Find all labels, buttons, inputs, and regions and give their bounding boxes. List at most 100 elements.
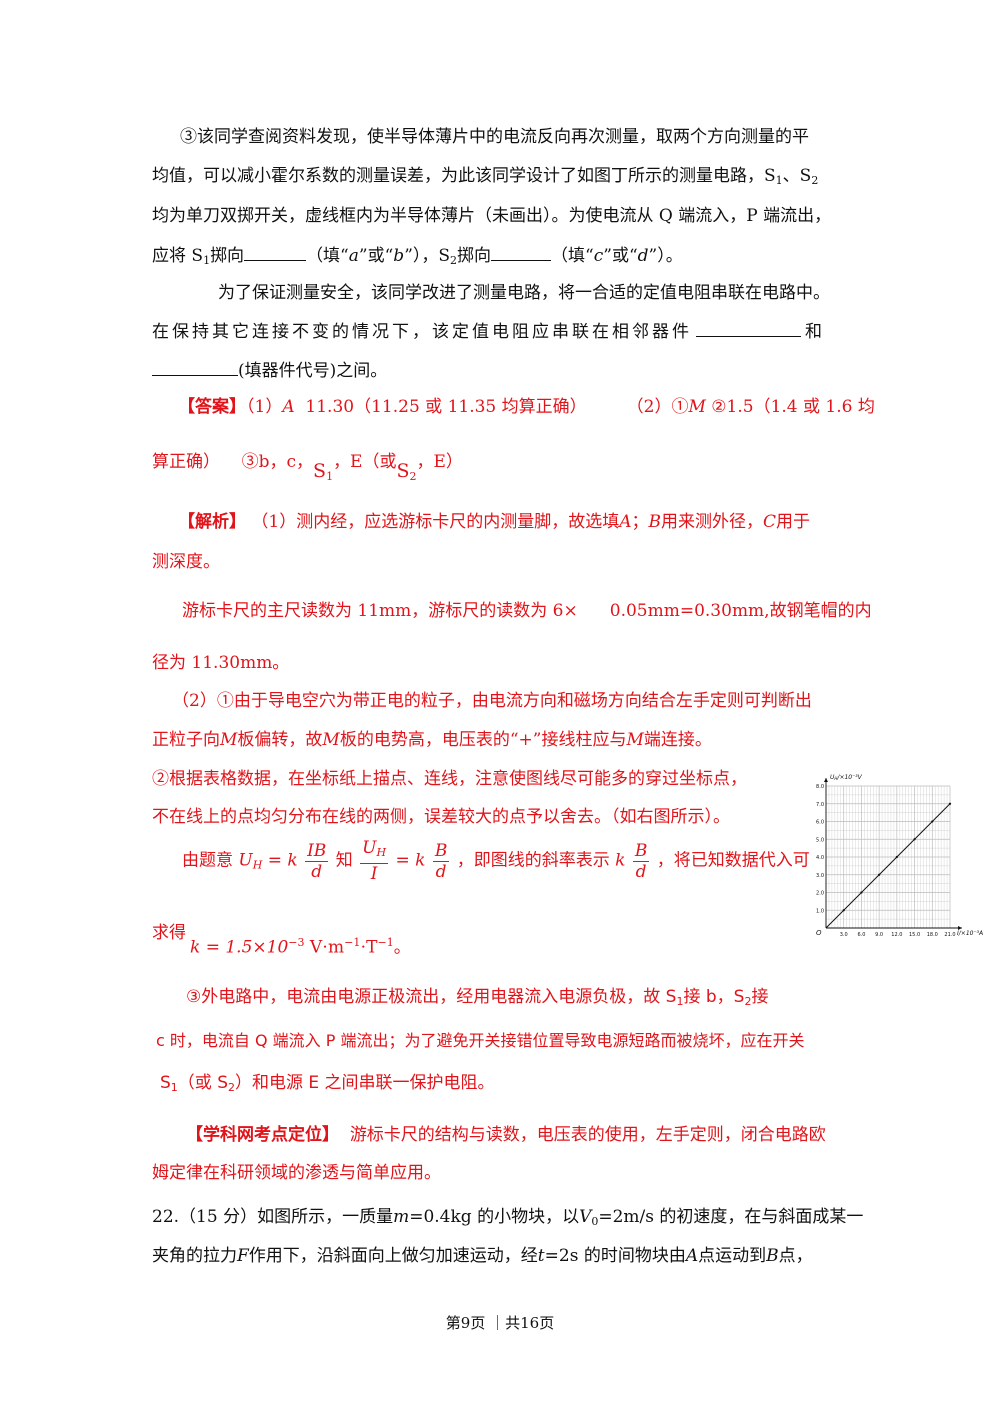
text: V⋅m (304, 937, 345, 958)
kaodian-label: 【学科网考点定位】 (186, 1125, 339, 1145)
text: 游标卡尺的结构与读数，电压表的使用，左手定则，闭合电路欧 (349, 1125, 826, 1145)
text: U (362, 838, 377, 858)
text: 0.05mm=0.30mm,故钢笔帽的内 (609, 601, 872, 621)
sup: −3 (288, 936, 305, 949)
text: M (626, 730, 644, 750)
text: 夹角的拉力 (152, 1246, 237, 1266)
text: 均值，可以减小霍尔系数的测量误差，为此该同学设计了如图丁所示的测量电路，S (152, 166, 776, 186)
text: 点运动到 (698, 1246, 767, 1266)
sub: H (252, 858, 263, 872)
text: a (348, 246, 359, 266)
text: （或 S (177, 1073, 228, 1093)
text: ⋅T (360, 937, 378, 958)
y-tick-label: 6.0 (816, 820, 824, 826)
text: ”或“ (603, 246, 638, 266)
text: ）和电源 E 之间串联一保护电阻。 (235, 1073, 495, 1093)
text: S (396, 460, 410, 482)
text: t (537, 1246, 545, 1266)
text: 由题意 (182, 850, 233, 871)
sub: 1 (203, 254, 211, 267)
y-tick-label: 2.0 (816, 891, 824, 897)
text: ，E（或 (333, 452, 397, 472)
sub: H (834, 776, 837, 781)
text: UH (360, 838, 389, 864)
sub: 2 (744, 995, 752, 1008)
para2-line3: (填器件代号)之间。 (152, 359, 387, 382)
text: （填“ (306, 246, 349, 266)
text: =2m/s 的初速度，在与斜面成某一 (598, 1207, 864, 1227)
text: 用于 (776, 512, 811, 532)
graph-origin: O (816, 929, 822, 937)
text: ③b，c， (241, 452, 314, 472)
text: S (160, 1073, 171, 1093)
para1-line4: 应将 S1掷向（填“a”或“b”），S2掷向（填“c”或“d”）。 (152, 244, 683, 272)
text: S2 (396, 460, 416, 483)
text: U (830, 774, 835, 781)
data-point (931, 820, 934, 823)
text: (填器件代号)之间。 (238, 361, 388, 381)
text: 掷向 (210, 246, 245, 266)
analysis-line13: S1（或 S2）和电源 E 之间串联一保护电阻。 (160, 1072, 495, 1099)
sub: 1 (326, 470, 334, 483)
fit-line (825, 803, 951, 929)
q22-line1: 22.（15 分）如图所示，一质量m=0.4kg 的小物块，以V0=2m/s 的… (152, 1206, 863, 1233)
y-tick-label: 1.0 (816, 908, 824, 914)
graph-axes (824, 778, 962, 930)
text: 端连接。 (643, 730, 712, 750)
fill-blank (244, 244, 307, 261)
analysis-line11: ③外电路中，电流由电源正极流出，经用电器流入电源负极，故 S1接 b，S2接 (186, 986, 768, 1013)
text: A (619, 512, 632, 532)
text: /×10⁻³V (836, 774, 862, 781)
y-tick-label: 7.0 (816, 802, 824, 808)
text: m (393, 1207, 410, 1227)
text: ，即图线的斜率表示 (456, 850, 610, 871)
y-tick-label: 8.0 (816, 784, 824, 790)
x-tick-label: 18.0 (927, 932, 938, 938)
text: B (648, 512, 662, 532)
para1-line2: 均值，可以减小霍尔系数的测量误差，为此该同学设计了如图丁所示的测量电路，S1、S… (152, 165, 818, 192)
text: 。 (393, 937, 411, 958)
answer-line2: 算正确） ③b，c，S1，E（或S2，E） (152, 450, 463, 483)
text: d (635, 861, 647, 882)
text: IB (305, 840, 329, 862)
analysis-line1: 【解析】 （1）测内经，应选游标卡尺的内测量脚，故选填A；B用来测外径，C用于 (178, 511, 810, 533)
analysis-line3: 游标卡尺的主尺读数为 11mm，游标尺的读数为 6× 0.05mm=0.30mm,… (182, 600, 872, 622)
graph-ylabel: UH/×10⁻³V (830, 774, 863, 781)
kaodian-line1: 【学科网考点定位】 游标卡尺的结构与读数，电压表的使用，左手定则，闭合电路欧 (186, 1124, 826, 1146)
x-tick-label: 15.0 (909, 932, 920, 938)
text: =0.4kg 的小物块，以 (409, 1207, 580, 1227)
sub: 2 (228, 1081, 235, 1094)
analysis-line2: 测深度。 (152, 552, 220, 572)
text: ； (631, 512, 649, 532)
analysis-line12: c 时，电流自 Q 端流入 P 端流出；为了避免开关接错位置导致电源短路而被烧坏… (156, 1031, 805, 1050)
sup: −1 (377, 936, 394, 949)
text: ③外电路中，电流由电源正极流出，经用电器流入电源负极，故 S (186, 987, 677, 1007)
text: 知 (335, 850, 353, 871)
sub: 1 (170, 1081, 178, 1094)
analysis-k-result: k = 1.5×10−3 V⋅m−1⋅T−1。 (190, 932, 411, 959)
text: B (766, 1246, 779, 1266)
text: V (579, 1207, 592, 1227)
text: 、S (782, 166, 812, 186)
text: 和 (805, 322, 825, 342)
text: k (615, 850, 626, 871)
answer-line1: 【答案】（1）A 11.30（11.25 或 11.35 均算正确）（2）①M … (178, 396, 875, 418)
data-point (895, 855, 898, 859)
text: ”）。 (648, 246, 683, 266)
text: M (220, 730, 238, 750)
analysis-line7: ②根据表格数据，在坐标纸上描点、连线，注意使图线尽可能多的穿过坐标点， (152, 769, 747, 789)
text: 接 b，S (683, 987, 745, 1007)
analysis-line4: 径为 11.30mm。 (152, 653, 290, 673)
text: 游标卡尺的主尺读数为 11mm，游标尺的读数为 6× (182, 601, 578, 621)
text: M (322, 730, 340, 750)
text: F (237, 1246, 249, 1266)
text: b (393, 246, 405, 266)
sub: 2 (811, 174, 819, 187)
text: U (238, 850, 253, 871)
text: （2）① (626, 397, 689, 417)
fill-blank (152, 359, 238, 376)
text: d (311, 861, 323, 882)
analysis-line10: 求得 (152, 922, 186, 944)
